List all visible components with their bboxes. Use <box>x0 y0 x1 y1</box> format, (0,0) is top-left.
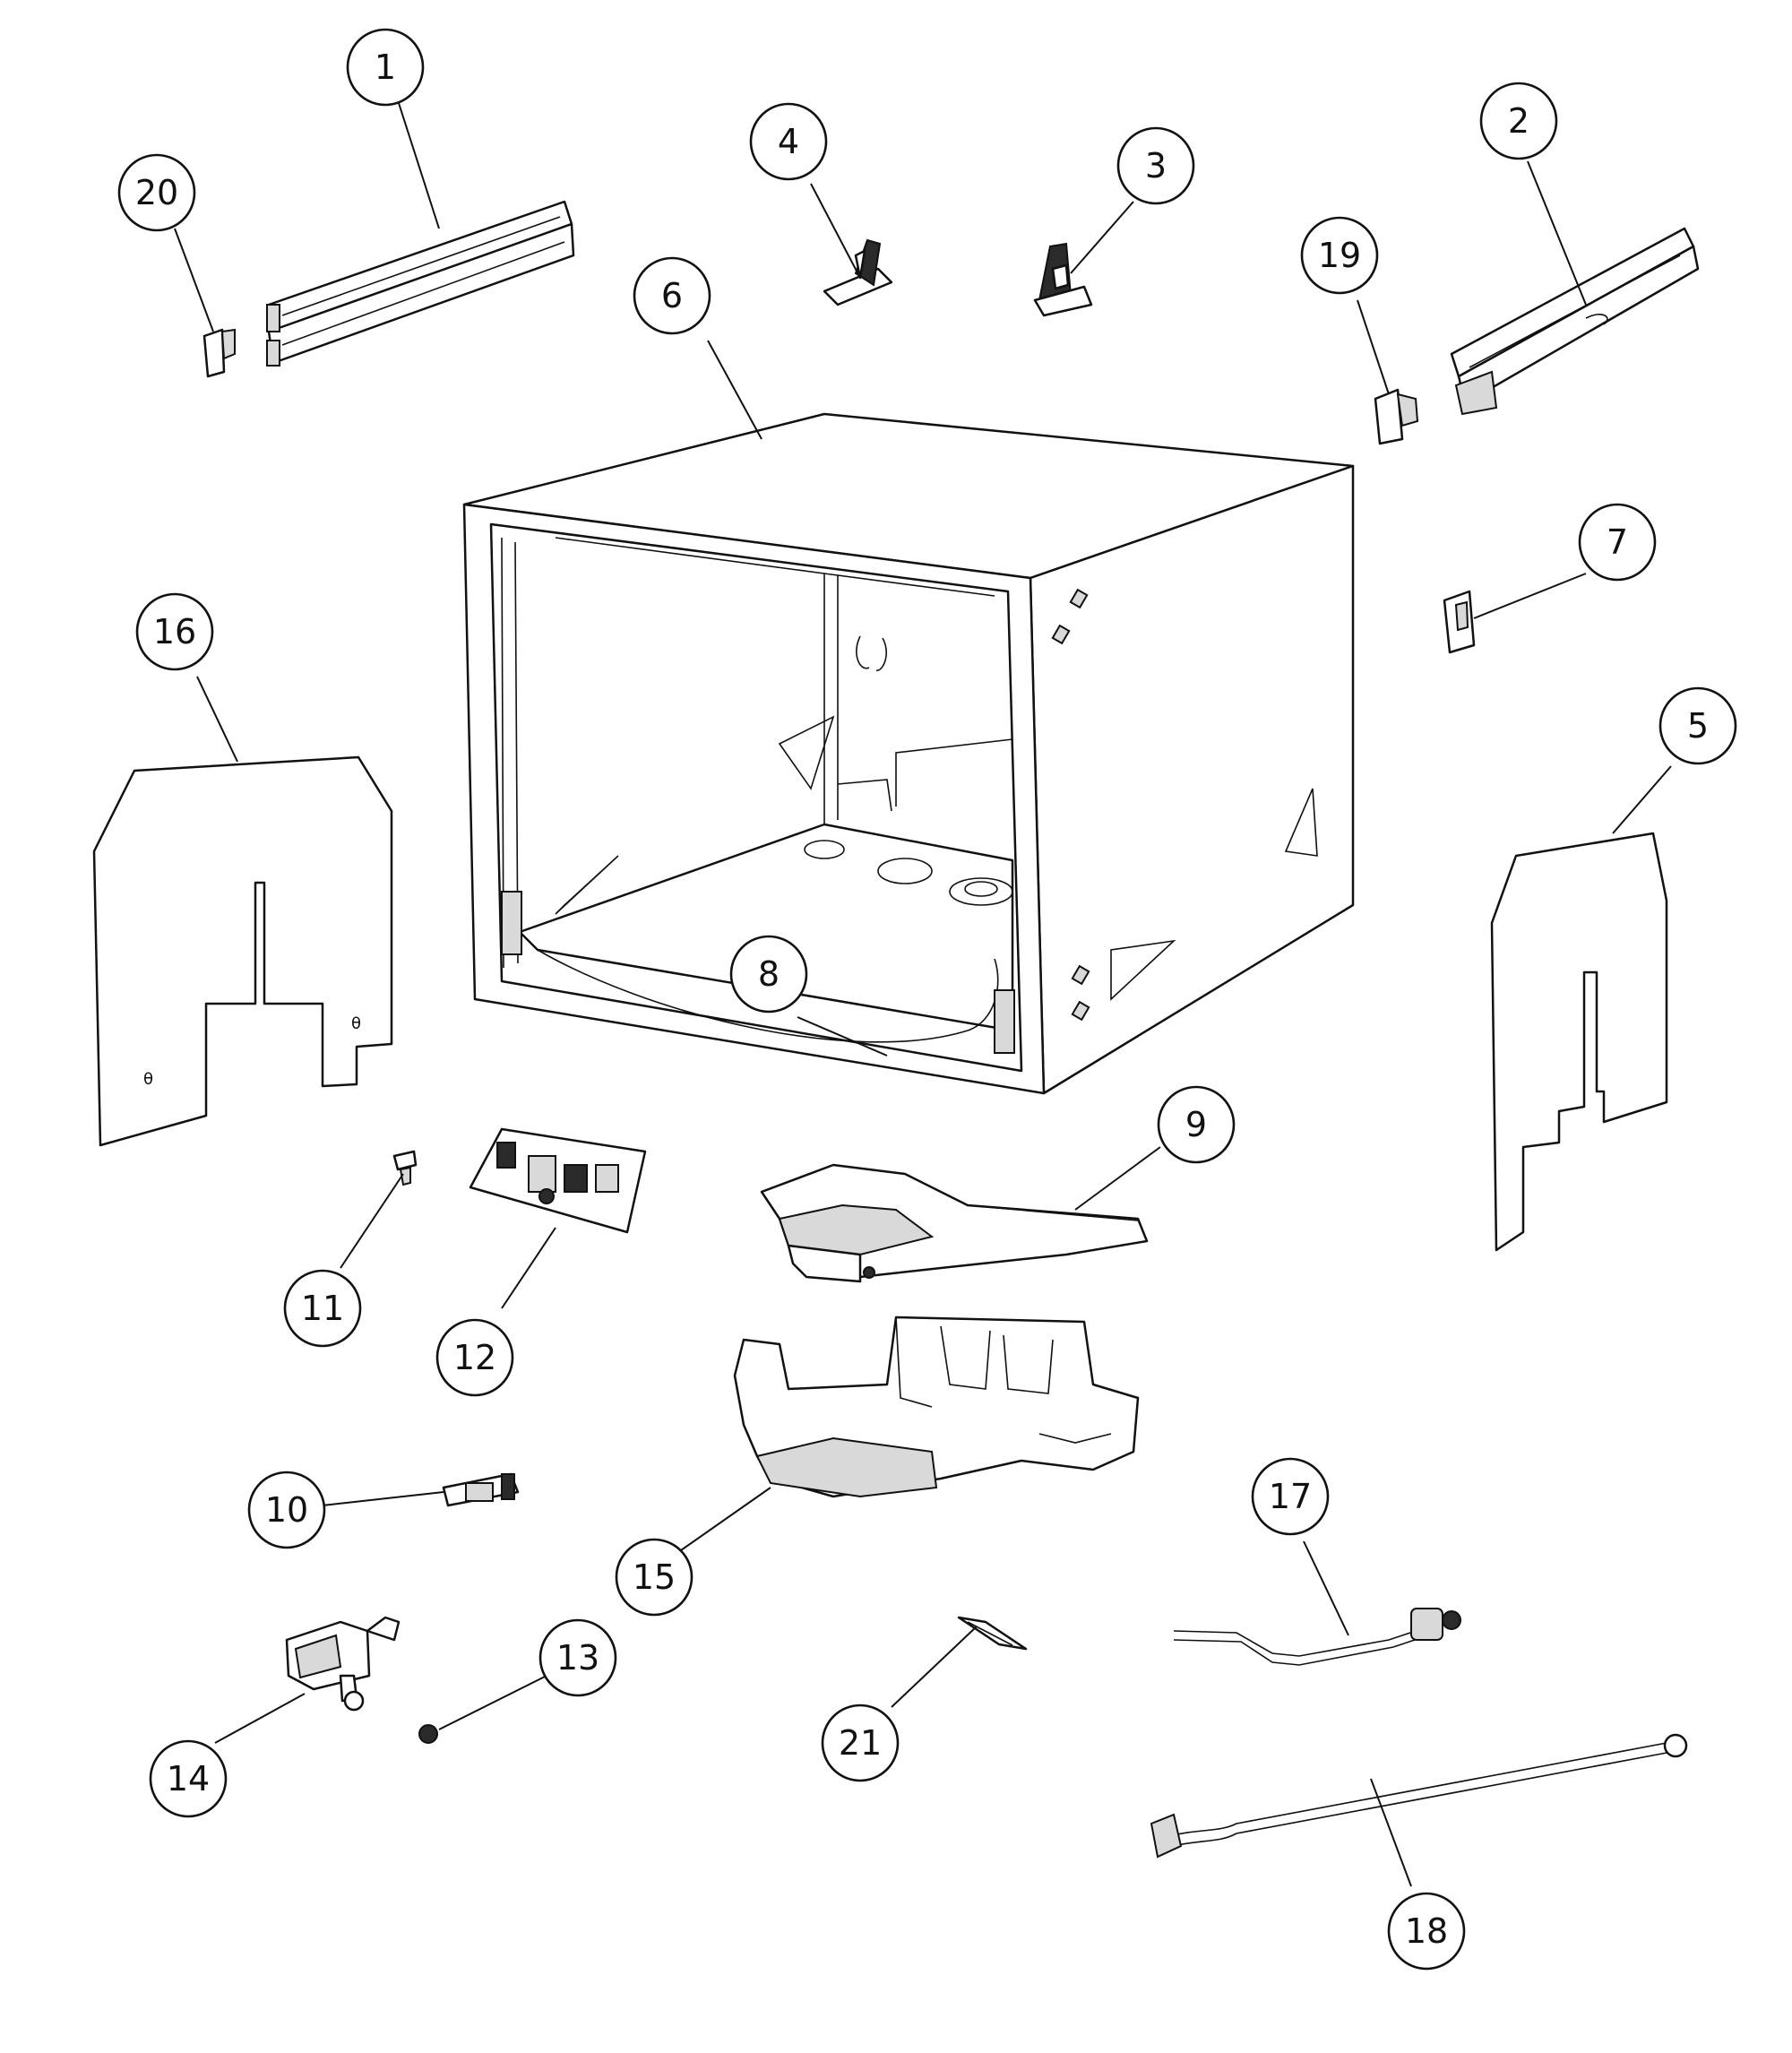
part-17-heater <box>1173 1608 1461 1666</box>
leader-10 <box>322 1491 444 1506</box>
leader-12 <box>501 1227 556 1309</box>
part-9-spray-housing <box>760 1163 1149 1283</box>
part-1-left-rack-rail <box>266 200 575 367</box>
part-19-rail-clip <box>1374 388 1419 445</box>
callout-8: 8 <box>729 935 808 1014</box>
callout-16: 16 <box>135 592 214 671</box>
leader-8 <box>797 1016 888 1057</box>
callout-10: 10 <box>247 1471 326 1549</box>
callout-12: 12 <box>435 1318 514 1397</box>
callout-18: 18 <box>1387 1892 1466 1971</box>
part-5-right-side-panel <box>1490 832 1668 1252</box>
callout-label: 6 <box>661 276 683 315</box>
leader-7 <box>1473 573 1587 619</box>
leader-11 <box>340 1173 404 1269</box>
callout-label: 5 <box>1687 706 1709 746</box>
callout-label: 18 <box>1405 1911 1448 1951</box>
callout-21: 21 <box>821 1704 900 1782</box>
leader-5 <box>1612 765 1672 834</box>
callout-label: 14 <box>167 1759 210 1799</box>
callout-label: 3 <box>1145 146 1167 185</box>
part-7-clip <box>1443 590 1476 654</box>
svg-text:θ: θ <box>143 1070 153 1089</box>
leader-1 <box>398 102 440 229</box>
part-15-base-chassis <box>733 1315 1140 1498</box>
callout-label: 1 <box>375 47 396 87</box>
callout-label: 19 <box>1318 236 1361 275</box>
callout-label: 17 <box>1269 1477 1312 1516</box>
callout-11: 11 <box>283 1269 362 1348</box>
leader-14 <box>214 1693 306 1744</box>
part-12-control-board <box>469 1127 647 1234</box>
callout-label: 20 <box>135 173 178 212</box>
callout-7: 7 <box>1578 503 1657 582</box>
part-3-bracket <box>1033 242 1093 317</box>
callout-label: 15 <box>633 1557 676 1597</box>
part-11-screw <box>392 1150 418 1186</box>
leader-2 <box>1527 160 1587 306</box>
callout-4: 4 <box>749 102 828 181</box>
part-16-left-side-panel: θ θ <box>92 755 393 1147</box>
callout-label: 13 <box>556 1638 599 1678</box>
callout-label: 7 <box>1607 522 1628 562</box>
callout-15: 15 <box>615 1538 694 1617</box>
callout-label: 16 <box>153 612 196 651</box>
leader-21 <box>891 1626 978 1708</box>
callout-5: 5 <box>1658 686 1737 765</box>
callout-19: 19 <box>1300 216 1379 295</box>
leader-13 <box>438 1675 547 1730</box>
callout-label: 12 <box>453 1338 496 1377</box>
part-21-clip <box>957 1616 1028 1651</box>
callout-2: 2 <box>1479 82 1558 160</box>
part-2-right-rack-rail <box>1450 227 1700 416</box>
callout-label: 21 <box>839 1723 882 1763</box>
leader-6 <box>707 340 762 440</box>
leader-18 <box>1370 1778 1412 1887</box>
leader-9 <box>1074 1146 1161 1211</box>
svg-text:θ: θ <box>351 1014 361 1033</box>
part-14-inlet-valve <box>285 1616 401 1712</box>
part-6-tub-cabinet <box>462 412 1355 1095</box>
leader-20 <box>174 228 214 332</box>
callout-label: 10 <box>265 1490 308 1530</box>
part-13-plug <box>418 1724 438 1744</box>
callout-label: 2 <box>1508 101 1529 141</box>
callout-label: 11 <box>301 1289 344 1328</box>
callout-13: 13 <box>538 1618 617 1697</box>
leader-lines <box>174 102 1672 1887</box>
callout-17: 17 <box>1251 1457 1330 1536</box>
leader-16 <box>196 676 238 763</box>
callout-label: 9 <box>1185 1105 1207 1144</box>
leader-15 <box>680 1487 771 1551</box>
callout-9: 9 <box>1157 1085 1236 1164</box>
part-10-switch <box>442 1472 520 1507</box>
callout-3: 3 <box>1116 126 1195 205</box>
part-20-rail-clip <box>202 328 236 378</box>
leader-4 <box>810 183 861 279</box>
callout-6: 6 <box>633 256 711 335</box>
leader-17 <box>1303 1540 1349 1636</box>
part-18-hose <box>1150 1733 1688 1859</box>
callout-14: 14 <box>149 1739 228 1818</box>
callout-label: 4 <box>778 122 799 161</box>
callout-20: 20 <box>117 153 196 232</box>
leader-19 <box>1357 299 1390 395</box>
callout-label: 8 <box>758 954 780 994</box>
callout-1: 1 <box>346 28 425 107</box>
leader-3 <box>1070 201 1134 274</box>
